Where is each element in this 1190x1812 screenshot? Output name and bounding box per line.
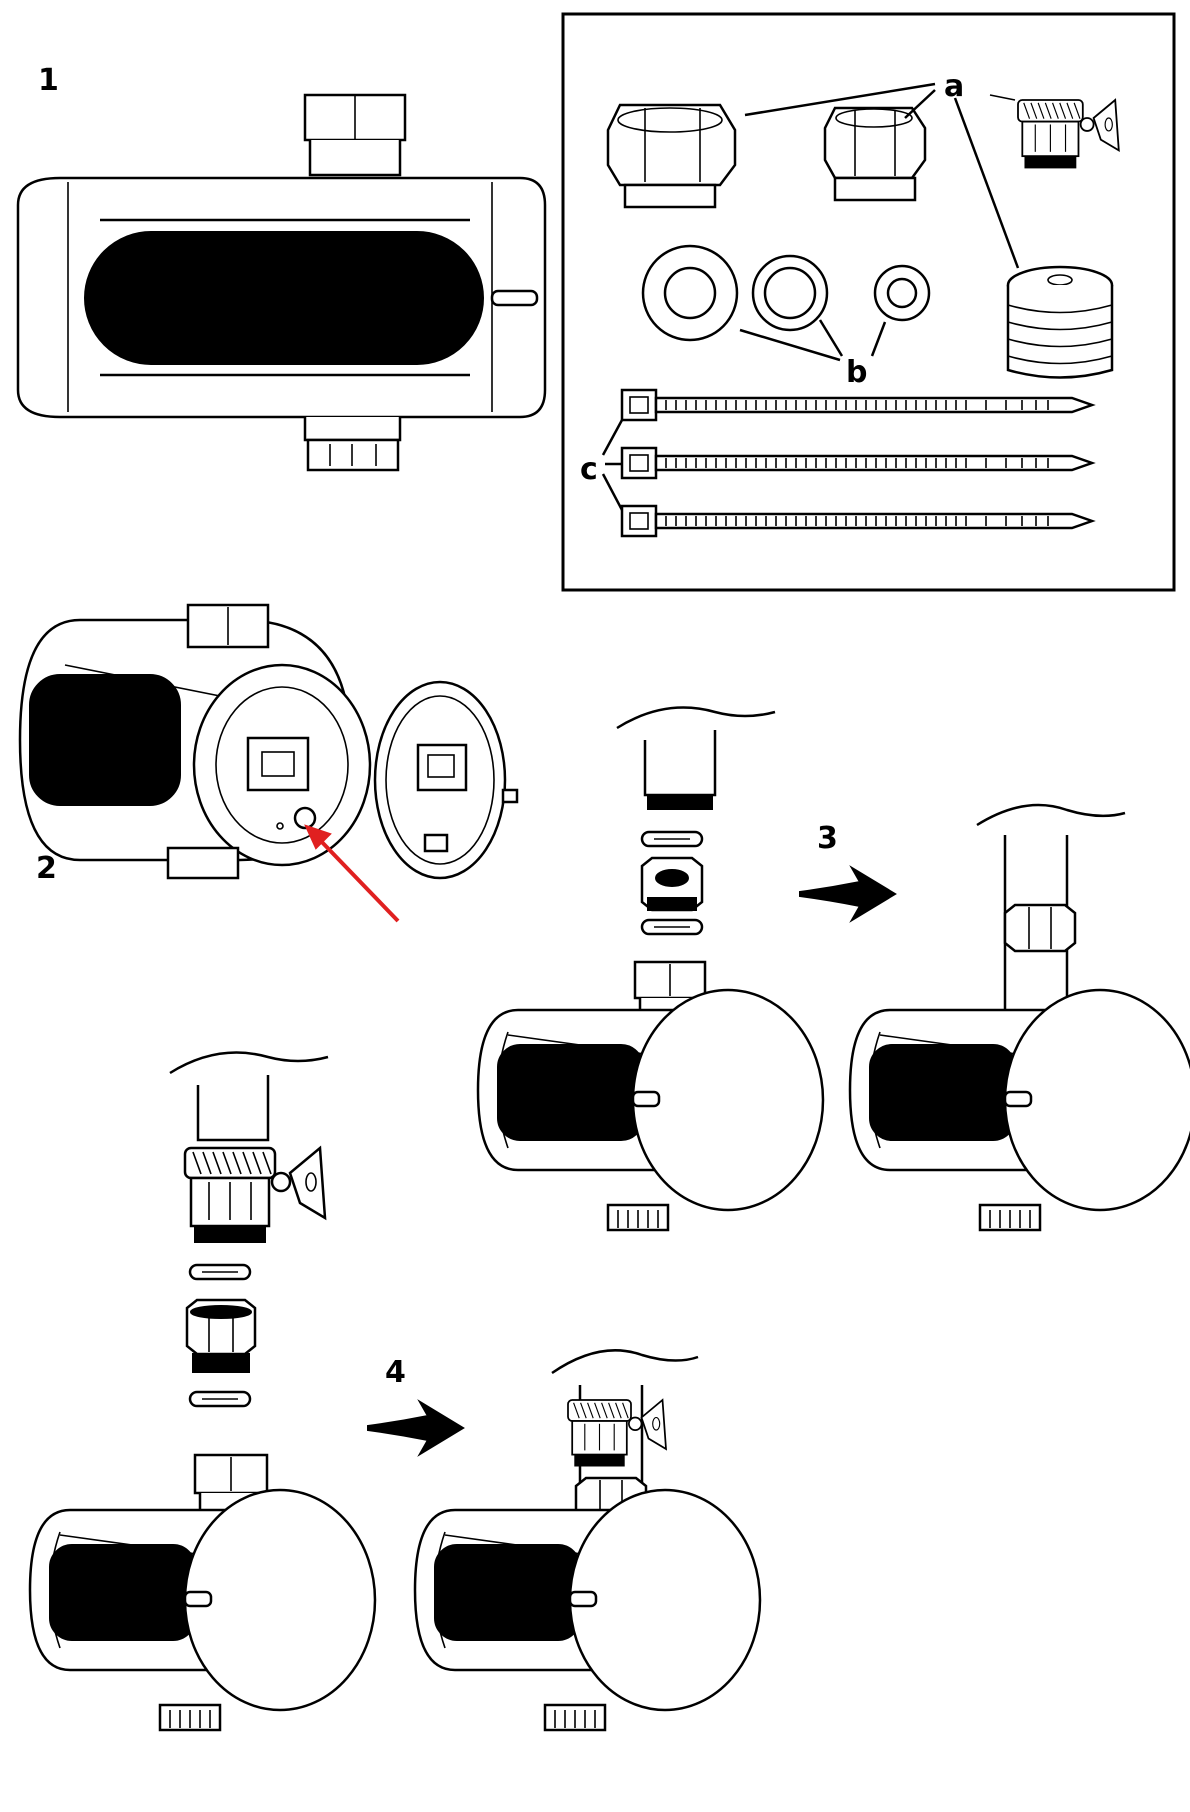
step-1-label: 1 (38, 63, 59, 98)
battery-cover (373, 680, 519, 880)
step4-filter-before (28, 1488, 377, 1732)
adapter-large (606, 103, 737, 209)
bottom-outlet-nut (306, 438, 400, 472)
step3-hex-adapter (640, 856, 704, 912)
part-c-label: c (580, 452, 598, 487)
filter-display-window (84, 231, 484, 365)
step4-arrow (367, 1401, 464, 1455)
step-2-label: 2 (36, 851, 57, 886)
step3-washer-bottom (640, 918, 704, 936)
parts-box: a b c (561, 12, 1176, 592)
step4-washer-top (188, 1263, 252, 1281)
adapter-small (823, 106, 927, 202)
step3-faucet-spout (615, 706, 777, 797)
step4-washer-bottom (188, 1390, 252, 1408)
step3-connect-with-adapter: 3 (476, 706, 1190, 1232)
step4-filter-after (413, 1488, 762, 1732)
washer-large (641, 244, 739, 342)
step4-quick-connector (183, 1146, 327, 1244)
washer-medium (751, 254, 829, 332)
part-b-label: b (846, 355, 867, 390)
step2-open-battery-cover: 2 (18, 603, 519, 923)
pointer-arrow (304, 824, 400, 923)
step4-connect-with-quick-connector: 4 (28, 1051, 762, 1732)
step3-washer-top (640, 830, 704, 848)
step3-arrow (799, 867, 896, 921)
adapter-threaded-cap (1006, 265, 1114, 379)
step3-filter-before (476, 988, 825, 1232)
reset-button (293, 806, 317, 830)
step1-filter-front-view: 1 (16, 63, 547, 472)
step3-nut-assembled (1003, 903, 1077, 953)
step3-filter-after (848, 988, 1190, 1232)
step-3-label: 3 (817, 821, 838, 856)
step4-faucet-spout (168, 1051, 330, 1142)
step4-hex-adapter (185, 1298, 257, 1373)
washer-small (873, 264, 931, 322)
part-a-label: a (944, 69, 964, 104)
step4-connector-assembled (567, 1399, 667, 1467)
step-4-label: 4 (385, 1355, 406, 1390)
